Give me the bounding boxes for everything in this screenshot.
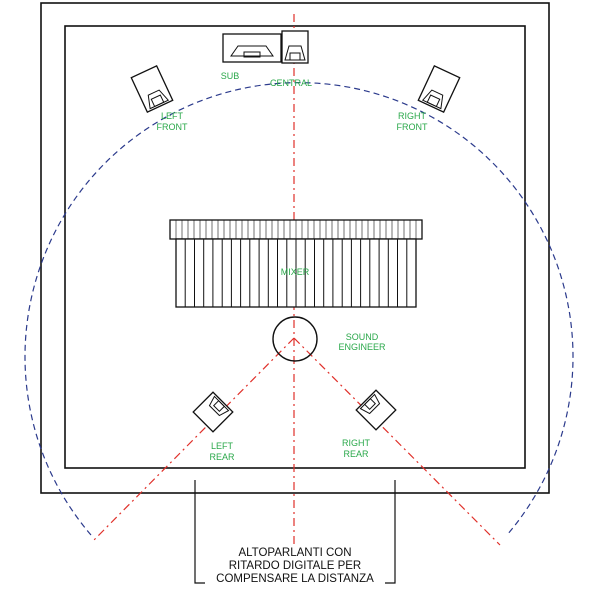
label-left-rear-1: LEFT: [211, 441, 234, 451]
right-front-speaker: [417, 64, 461, 114]
label-left-front-2: FRONT: [157, 122, 188, 132]
label-sound-engineer-2: ENGINEER: [338, 342, 386, 352]
right-rear-speaker: [355, 389, 397, 431]
label-sub: SUB: [221, 71, 240, 81]
note-line-1: ALTOPARLANTI CON: [238, 547, 351, 559]
note-line-3: COMPENSARE LA DISTANZA: [216, 573, 374, 585]
label-right-rear-2: REAR: [343, 449, 369, 459]
label-left-front-1: LEFT: [161, 111, 184, 121]
label-right-front-2: FRONT: [397, 122, 428, 132]
left-rear-speaker: [192, 391, 234, 433]
label-left-rear-2: REAR: [209, 452, 235, 462]
label-right-front-1: RIGHT: [398, 111, 427, 121]
note-background: [205, 544, 385, 588]
label-central: CENTRAL: [270, 78, 312, 88]
note-line-2: RITARDO DIGITALE PER: [229, 560, 361, 572]
mixer-console: [169, 219, 423, 308]
label-sound-engineer-1: SOUND: [346, 332, 379, 342]
right-rear-axis: [293, 337, 501, 546]
left-rear-axis: [92, 337, 295, 542]
mixer-faders: [175, 220, 417, 307]
label-mixer: MIXER: [281, 267, 310, 277]
sound-engineer-position: [272, 316, 318, 362]
inner-wall: [64, 25, 526, 469]
listening-circle: [24, 82, 574, 536]
outer-wall: [40, 2, 550, 494]
label-right-rear-1: RIGHT: [342, 438, 371, 448]
subwoofer-speaker: [222, 33, 282, 63]
central-speaker: [281, 30, 309, 64]
left-front-speaker: [130, 64, 174, 114]
